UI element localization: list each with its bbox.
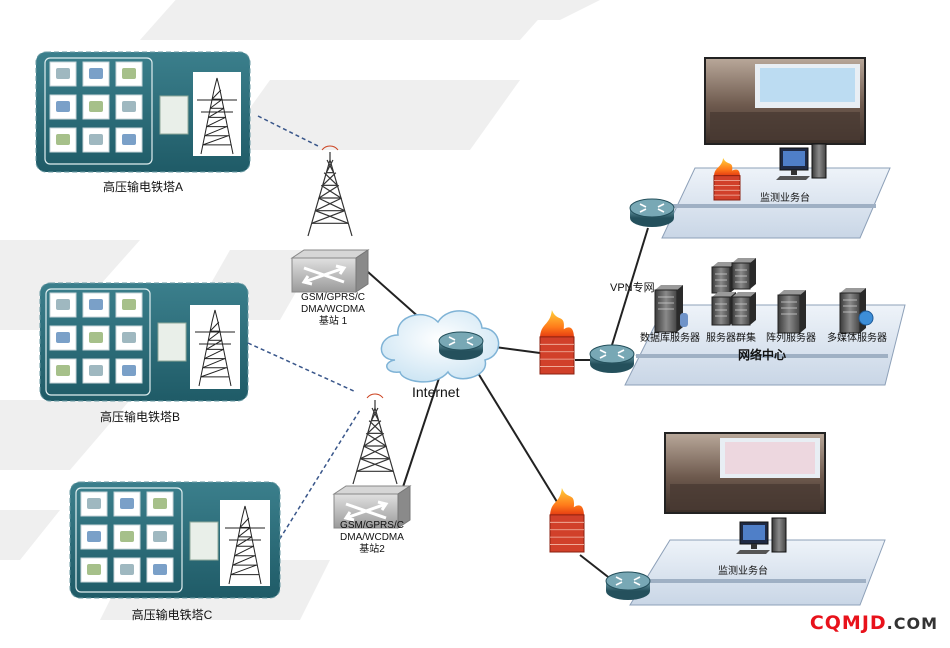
wireless-links: [247, 115, 361, 546]
firewall-icon: [713, 158, 741, 201]
router-icon: [438, 331, 484, 360]
firewall-icon: [549, 488, 585, 553]
internet-label: Internet: [412, 384, 460, 400]
transmission-tower-icon: [195, 309, 235, 387]
server-label-database: 数据库服务器: [640, 333, 700, 344]
transmission-tower-icon: [225, 505, 265, 585]
switch-icon: [290, 249, 370, 293]
tower-a-label: 高压输电铁塔A: [102, 180, 184, 194]
server-label-cluster: 服务器群集: [706, 333, 756, 344]
control-cabinet-icon: [157, 322, 187, 362]
sensor-device-grid: [80, 491, 174, 583]
cell-tower-icon: [307, 145, 353, 237]
server-label-array: 阵列服务器: [766, 333, 816, 344]
cell-tower-icon: [352, 393, 398, 485]
server-icon: [711, 262, 736, 294]
server-icon: [731, 258, 756, 290]
workstation-icon: [736, 517, 787, 554]
sensor-device-grid: [49, 292, 143, 384]
network-center-title: 网络中心: [738, 348, 787, 362]
router-icon: [629, 198, 675, 227]
monitoring-room-photo-1: [704, 57, 866, 145]
firewall-icon: [539, 310, 575, 375]
tower-c-label: 高压输电铁塔C: [131, 608, 213, 622]
site-watermark: CQMJD.COM: [809, 612, 938, 634]
sensor-device-grid: [49, 61, 143, 153]
server-icon: [839, 288, 866, 334]
switch-icon: [332, 485, 412, 529]
server-icon: [731, 292, 756, 326]
server-icon: [777, 290, 806, 334]
monitor-desk-1-label: 监测业务台: [760, 193, 810, 204]
tower-b-label: 高压输电铁塔B: [99, 410, 181, 424]
router-icon: [605, 571, 651, 600]
workstation-icon: [776, 143, 827, 180]
storage-disk-icon: [680, 313, 688, 327]
server-label-multimedia: 多媒体服务器: [827, 333, 887, 344]
monitor-desk-2-label: 监测业务台: [718, 566, 768, 577]
monitoring-room-photo-2: [664, 432, 826, 514]
transmission-tower-icon: [197, 77, 237, 155]
server-icon: [654, 285, 683, 333]
control-cabinet-icon: [159, 95, 189, 135]
multimedia-globe-icon: [858, 310, 874, 326]
vpn-label: VPN专网: [610, 282, 655, 294]
router-icon: [589, 344, 635, 373]
control-cabinet-icon: [189, 521, 219, 561]
network-center-platform: [624, 304, 906, 386]
